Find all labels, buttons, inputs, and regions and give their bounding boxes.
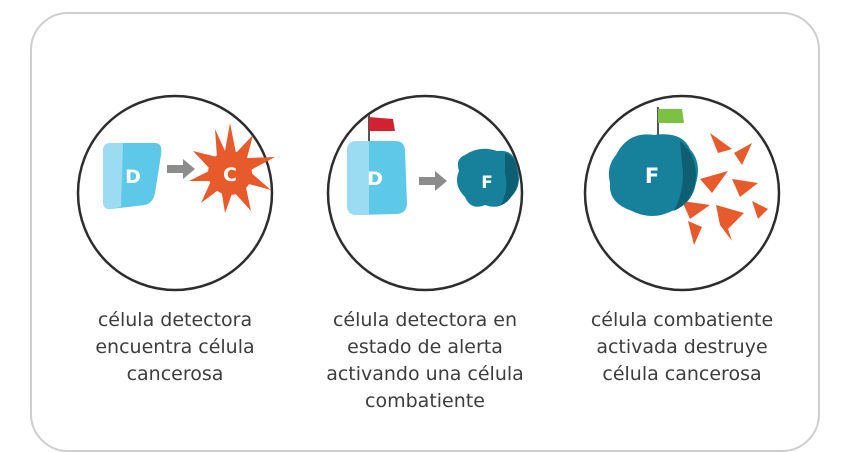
caption-line: activada destruye [596,336,768,358]
caption-line: encuentra célula [95,336,255,358]
caption-line: célula detectora en [332,309,518,331]
cancer-cell-letter: C [223,164,237,186]
fighter-cell-letter: F [481,173,493,193]
stage-3: F [582,93,782,293]
stage-1-illustration: D C [76,94,275,292]
caption-line: estado de alerta [347,336,503,358]
caption-line: combatiente [365,390,485,412]
stage-1-caption: célula detectora encuentra célula cancer… [55,307,295,388]
detector-cell: D [103,143,162,210]
stage-1: D C [75,93,275,293]
caption-line: célula detectora [97,309,253,331]
stage-2-caption: célula detectora en estado de alerta act… [305,307,545,415]
fighter-cell: F [608,134,698,216]
arrow-icon [419,171,447,191]
stage-2: D F [325,93,525,293]
stage-3-illustration: F [583,94,781,292]
arrow-icon [167,159,195,179]
stage-2-illustration: D F [326,94,524,292]
detector-cell-letter: D [367,168,383,190]
cancer-cell: C [189,123,275,213]
cancer-fragments [682,133,768,245]
caption-line: activando una célula [326,363,524,385]
active-flag-icon [657,107,684,137]
caption-line: célula combatiente [590,309,774,331]
fighter-cell: F [457,148,519,207]
alert-detector-cell: D [347,141,407,215]
stage-3-caption: célula combatiente activada destruye cél… [562,307,802,388]
detector-cell-letter: D [125,166,141,188]
caption-line: célula cancerosa [602,363,762,385]
caption-line: cancerosa [126,363,224,385]
fighter-cell-letter: F [645,164,659,188]
